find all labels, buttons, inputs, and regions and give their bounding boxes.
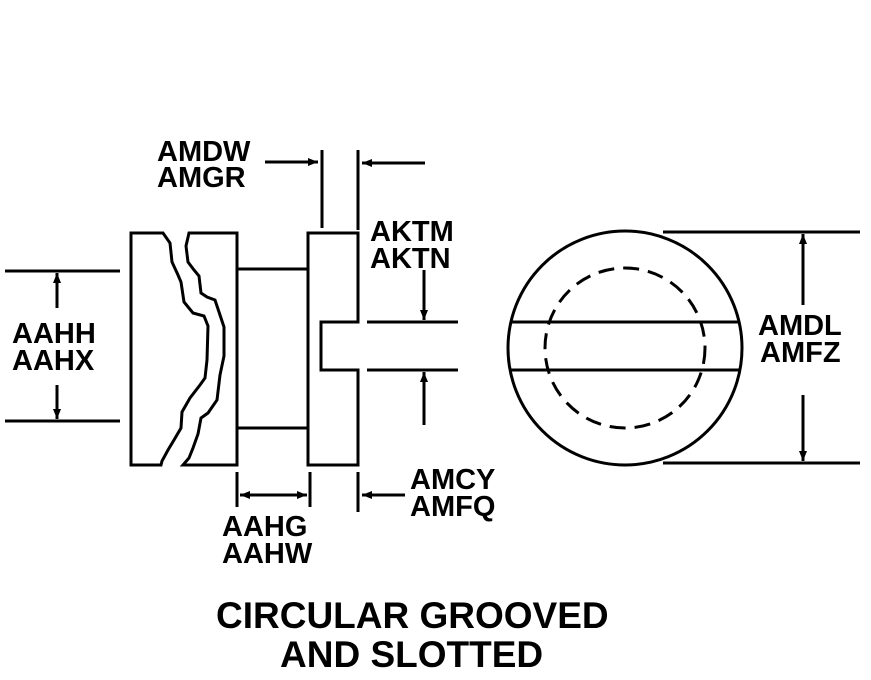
outer-circle	[506, 229, 744, 467]
slotted-flange	[306, 231, 360, 467]
label-aahh: AAHH	[12, 318, 96, 350]
right-broken-piece	[179, 231, 239, 467]
label-amdw: AMDW	[157, 136, 251, 168]
left-broken-piece	[129, 231, 210, 467]
label-aktn: AKTN	[370, 243, 451, 275]
title-line-2: AND SLOTTED	[280, 634, 543, 675]
label-aahx: AAHX	[12, 345, 95, 377]
label-amfz: AMFZ	[760, 337, 841, 369]
groove-circle-dashed	[543, 266, 707, 430]
label-aahg: AAHG	[222, 511, 307, 543]
label-amcy: AMCY	[410, 464, 495, 496]
label-aktm: AKTM	[370, 216, 454, 248]
label-amfq: AMFQ	[410, 491, 495, 523]
label-amdl: AMDL	[758, 310, 842, 342]
label-aahw: AAHW	[222, 538, 313, 570]
label-amgr: AMGR	[157, 162, 246, 194]
title-line-1: CIRCULAR GROOVED	[216, 595, 609, 636]
